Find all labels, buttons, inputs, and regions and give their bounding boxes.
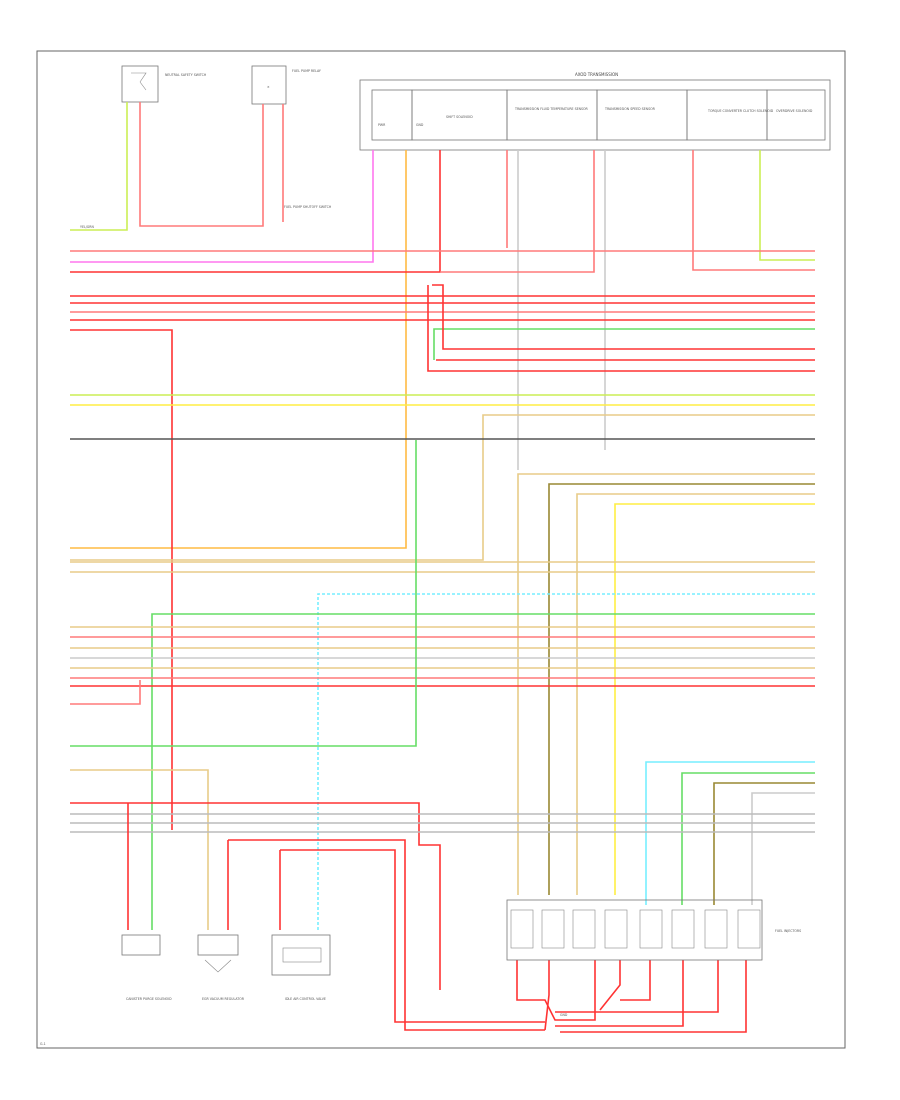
label-canister: CANISTER PURGE SOLENOID [126,997,172,1001]
top-wire-drops [70,102,815,549]
label-iac: IDLE AIR CONTROL VALVE [285,997,326,1001]
label-fuel-shutoff: FUEL PUMP SHUTOFF SWITCH [284,205,332,209]
trans-pin-shift: SHIFT SOLENOID [446,115,473,119]
trans-pin-pwr: PWR [378,123,386,127]
label-neutral-switch: NEUTRAL SAFETY SWITCH [165,73,207,77]
transmission-module: AXOD TRANSMISSION PWR GND SHIFT SOLENOID… [359,72,831,151]
svg-text:×: × [267,85,270,89]
fuel-pump-relay: × FUEL PUMP RELAY [251,65,321,105]
egr-vacuum-regulator: EGR VACUUM REGULATOR [197,934,245,1001]
trans-pin-od: OVERDRIVE SOLENOID [776,109,813,113]
label-ground: GND [560,1013,568,1017]
label-egr: EGR VACUUM REGULATOR [202,997,245,1001]
trans-pin-speed: TRANSMISSION SPEED SENSOR [604,107,656,111]
label-fuel-pump-relay: FUEL PUMP RELAY [292,69,321,73]
corner-code: G-1 [40,1042,46,1046]
trans-pin-tcc: TORQUE CONVERTER CLUTCH SOLENOID [707,109,774,113]
trans-pin-fluid-temp: TRANSMISSION FLUID TEMPERATURE SENSOR [514,107,589,111]
fuel-injectors: FUEL INJECTORS [506,899,801,961]
trans-pin-gnd: GND [416,123,424,127]
label-left-wire: YEL/GRN [80,225,94,229]
label-transmission: AXOD TRANSMISSION [575,72,618,77]
neutral-safety-switch: NEUTRAL SAFETY SWITCH [121,65,207,103]
diagram-frame [36,50,846,1049]
idle-air-control-valve: IDLE AIR CONTROL VALVE [271,934,331,1001]
label-fuel-injectors: FUEL INJECTORS [775,929,801,933]
bottom-red-loops [127,803,747,1033]
horizontal-bus [70,250,815,990]
canister-purge-solenoid: CANISTER PURGE SOLENOID [121,934,172,1001]
